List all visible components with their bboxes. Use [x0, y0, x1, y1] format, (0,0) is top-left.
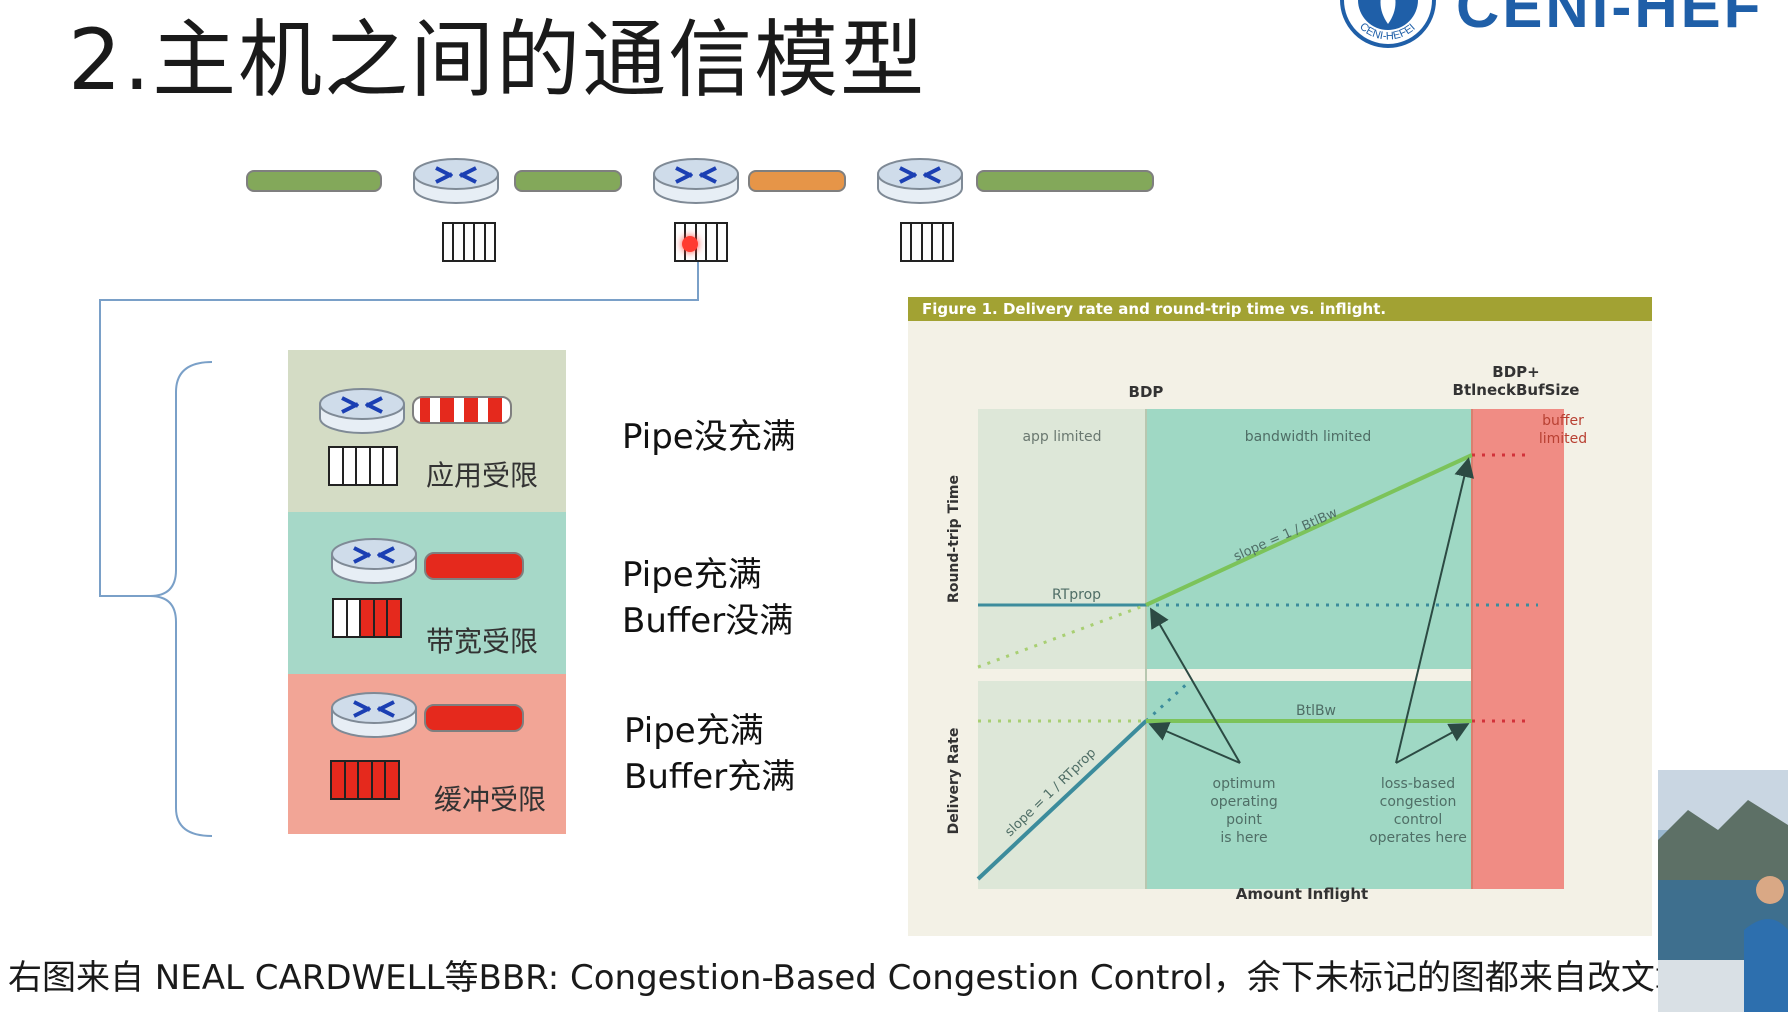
logo: CENI-HEFEI [1328, 0, 1448, 54]
description-line: Pipe充满 [622, 555, 762, 595]
optimum-arrow-bottom [1148, 722, 1241, 764]
partial-queue [332, 598, 402, 638]
region-buffer-label: buffer [1542, 413, 1584, 429]
logo-seal-icon: CENI-HEFEI [1340, 0, 1436, 48]
router-icon [319, 388, 405, 434]
lossbased-line: congestion [1380, 794, 1457, 810]
optimum-line: is here [1220, 830, 1267, 846]
router-icon [331, 538, 417, 584]
router-icon [653, 158, 739, 204]
caption: 右图来自 NEAL CARDWELL等BBR: Congestion-Based… [8, 958, 1689, 998]
rtprop-label: RTprop [1052, 587, 1101, 603]
region-buffer-label-2: limited [1539, 431, 1587, 447]
optimum-arrow-top [1149, 607, 1241, 764]
lossbased-annotation: loss-based congestion control operates h… [1369, 776, 1467, 846]
state-description: Pipe没充满 [622, 414, 796, 460]
video-frame [1658, 770, 1788, 1012]
figure-header: Figure 1. Delivery rate and round-trip t… [908, 297, 1652, 321]
rtt-slope-line [1145, 453, 1473, 607]
router-queue [442, 222, 496, 262]
presenter-video [1658, 770, 1788, 1012]
bbr-figure: BDP BDP+ BtlneckBufSize app limited band… [946, 363, 1587, 903]
optimum-line: point [1226, 812, 1262, 828]
link-pipe [976, 170, 1154, 192]
description-line: Pipe充满 [624, 711, 764, 751]
delivery-slope-line [976, 719, 1148, 881]
lossbased-line: loss-based [1381, 776, 1455, 792]
state-app-limited: 应用受限 [288, 350, 566, 512]
lossbased-line: operates here [1369, 830, 1467, 846]
logo-text: CENI-HEF [1456, 0, 1764, 40]
bdp-plus-label-2: BtlneckBufSize [1453, 381, 1580, 399]
bdp-plus-label: BDP+ [1492, 363, 1539, 381]
description-line: Pipe没充满 [622, 417, 796, 457]
full-queue [330, 760, 400, 800]
router-icon [877, 158, 963, 204]
lossbased-arrow-top [1395, 457, 1475, 764]
router-queue [900, 222, 954, 262]
state-label: 带宽受限 [426, 625, 539, 658]
router-icon [413, 158, 499, 204]
description-line: Buffer没满 [622, 601, 794, 641]
region-bandwidth-bg-lower [1146, 679, 1472, 889]
description-line: Buffer充满 [624, 757, 796, 797]
region-buffer-bg [1472, 409, 1564, 889]
plot-gap [978, 669, 1472, 681]
full-pipe [424, 704, 524, 732]
link-pipe [246, 170, 382, 192]
router-icon [331, 692, 417, 738]
optimum-line: optimum [1213, 776, 1276, 792]
optimum-annotation: optimum operating point is here [1210, 776, 1278, 846]
state-label: 缓冲受限 [434, 783, 547, 816]
xlabel: Amount Inflight [1236, 885, 1368, 903]
zoom-connector [99, 262, 699, 837]
network-row [0, 0, 1200, 270]
empty-queue [328, 446, 398, 486]
state-buffer-limited: 缓冲受限 [288, 674, 566, 834]
lossbased-arrow-bottom [1395, 723, 1470, 764]
state-label: 应用受限 [426, 459, 539, 492]
link-pipe [514, 170, 622, 192]
btlbw-label: BtlBw [1296, 703, 1336, 719]
page-title: 2.主机之间的通信模型 [68, 11, 927, 109]
full-pipe [424, 552, 524, 580]
region-bandwidth-label: bandwidth limited [1245, 429, 1372, 445]
region-app-label: app limited [1022, 429, 1101, 445]
ylabel-rtt: Round-trip Time [946, 475, 962, 603]
partial-pipe [412, 396, 512, 424]
lossbased-line: control [1394, 812, 1443, 828]
cursor-highlight [682, 236, 698, 252]
state-description: Pipe充满 Buffer充满 [624, 708, 795, 800]
state-description: Pipe充满 Buffer没满 [622, 552, 793, 644]
ylabel-delivery: Delivery Rate [946, 728, 962, 835]
bottleneck-pipe [748, 170, 846, 192]
state-bandwidth-limited: 带宽受限 [288, 512, 566, 674]
bdp-label: BDP [1129, 383, 1164, 401]
optimum-line: operating [1210, 794, 1278, 810]
